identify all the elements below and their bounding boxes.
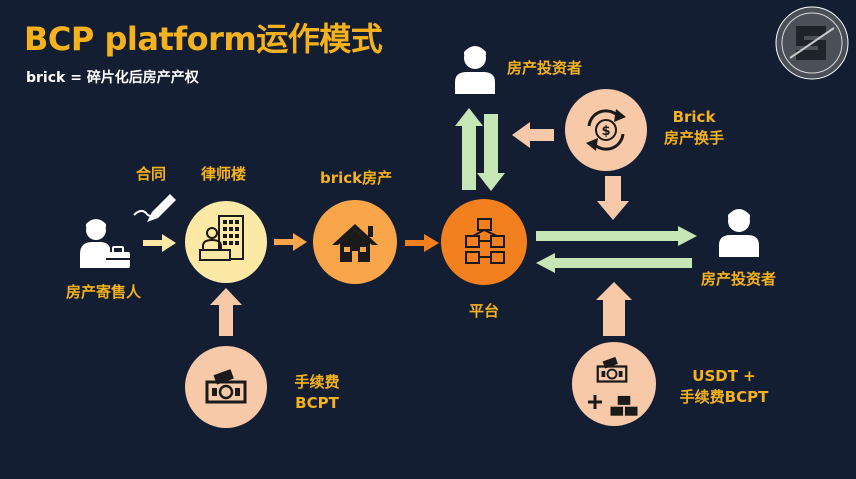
investor-right-person-icon <box>719 209 759 257</box>
fee-label-line1: 手续费 <box>294 373 340 391</box>
house-icon <box>332 224 378 262</box>
banknote-plus-blocks-icon <box>588 355 638 416</box>
arrow-usdt-up <box>596 282 632 336</box>
investor-top-person-icon <box>455 46 495 94</box>
arrow-house-to-platform <box>405 234 439 252</box>
usdt-label-line2: 手续费BCPT <box>679 388 769 406</box>
dollar-exchange-icon: $ <box>586 109 626 151</box>
fee-label-line2: BCPT <box>295 394 339 412</box>
person-with-briefcase-icon <box>80 219 130 268</box>
arrow-investor-down-to-platform <box>477 114 505 191</box>
signing-pen-icon <box>133 194 176 222</box>
arrow-platform-up-to-investor <box>455 108 483 190</box>
arrow-lawyer-to-house <box>274 233 307 251</box>
seller-label: 房产寄售人 <box>66 283 142 301</box>
brick-exchange-label: Brick 房产换手 <box>654 107 734 149</box>
brick-exchange-line1: Brick <box>672 108 716 126</box>
usdt-node <box>572 342 656 426</box>
contract-label: 合同 <box>136 165 167 183</box>
arrow-fee-to-lawyer <box>210 288 242 336</box>
arrow-investor-to-platform <box>536 253 692 273</box>
page-subtitle: brick = 碎片化后房产产权 <box>26 70 199 86</box>
arrow-platform-to-investor <box>536 226 697 246</box>
fee-label: 手续费 BCPT <box>284 372 350 414</box>
brick-property-label: brick房产 <box>320 169 393 187</box>
arrow-exchange-to-investor <box>512 122 554 148</box>
arrow-exchange-down <box>597 176 629 220</box>
office-building-icon <box>199 215 244 261</box>
investor-top-label: 房产投资者 <box>507 59 583 77</box>
platform-label: 平台 <box>469 302 500 320</box>
usdt-label-line1: USDT + <box>692 367 756 385</box>
lawyer-building-label: 律师楼 <box>201 165 247 183</box>
arrow-seller-to-lawyer <box>143 234 176 252</box>
svg-text:$: $ <box>601 124 610 139</box>
exchange-node <box>565 89 647 171</box>
investor-right-label: 房产投资者 <box>701 270 777 288</box>
page-title: BCP platform运作模式 <box>24 20 383 58</box>
blocks-network-icon <box>465 218 505 264</box>
usdt-label: USDT + 手续费BCPT <box>670 366 778 408</box>
bcp-logo-icon <box>775 6 849 80</box>
brick-exchange-line2: 房产换手 <box>663 129 724 147</box>
